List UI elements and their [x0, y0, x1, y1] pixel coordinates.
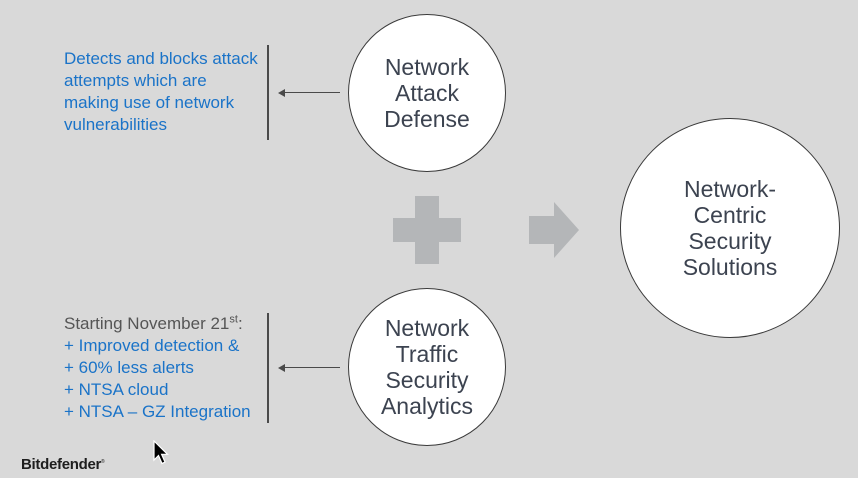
ncss-line-1: Network-: [683, 176, 776, 202]
ncss-line-4: Solutions: [682, 254, 778, 280]
network-attack-defense-circle: Network Attack Defense: [348, 14, 506, 172]
ntsa-item-cloud: + NTSA cloud: [64, 380, 169, 399]
right-arrow-icon: [529, 202, 579, 258]
mouse-cursor-icon: [153, 440, 169, 465]
ntsa-line-1: Network: [384, 315, 470, 341]
network-centric-security-solutions-circle: Network- Centric Security Solutions: [620, 118, 840, 338]
ncss-line-2: Centric: [693, 202, 767, 228]
top-divider-line: [267, 45, 269, 140]
nad-line-2: Attack: [395, 80, 459, 106]
ntsa-line-4: Analytics: [380, 393, 474, 419]
ntsa-line-2: Traffic: [395, 341, 459, 367]
ntsa-item-gz-integration: + NTSA – GZ Integration: [64, 402, 251, 421]
ntsa-line-3: Security: [385, 367, 469, 393]
nad-description: Detects and blocks attack attempts which…: [64, 49, 258, 134]
ncss-line-3: Security: [688, 228, 772, 254]
ntsa-item-less-alerts: + 60% less alerts: [64, 358, 194, 377]
network-traffic-security-analytics-circle: Network Traffic Security Analytics: [348, 288, 506, 446]
ntsa-intro: Starting November 21st:: [64, 313, 243, 333]
bitdefender-logo: Bitdefender®: [21, 456, 105, 473]
bottom-divider-line: [267, 313, 269, 423]
ntsa-description: Starting November 21st: + Improved detec…: [64, 313, 274, 423]
nad-line-3: Defense: [384, 106, 470, 132]
nad-line-1: Network: [384, 54, 470, 80]
ntsa-item-improved-detection: + Improved detection &: [64, 336, 240, 355]
